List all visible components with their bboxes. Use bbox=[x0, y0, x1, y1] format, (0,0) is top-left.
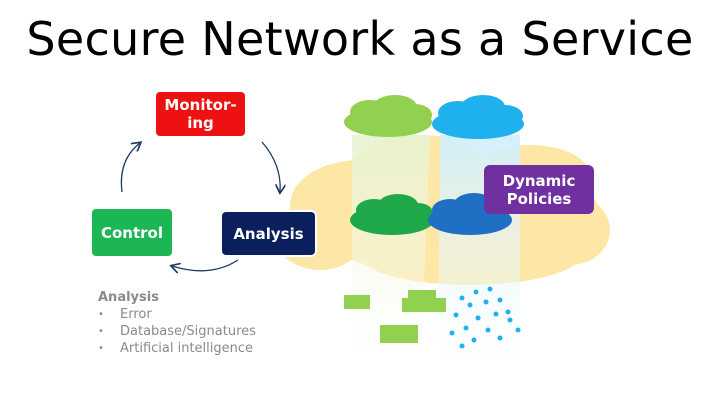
blue-cloud-top bbox=[432, 95, 524, 139]
monitoring-label: Monitor- ing bbox=[164, 96, 237, 132]
list-item-text: Database/Signatures bbox=[120, 324, 256, 339]
bullet-icon: • bbox=[98, 326, 104, 337]
list-item-text: Error bbox=[120, 307, 152, 322]
bullet-icon: • bbox=[98, 343, 104, 354]
slide-title: Secure Network as a Service bbox=[26, 12, 694, 66]
green-cloud-top bbox=[344, 95, 432, 137]
control-label: Control bbox=[100, 223, 163, 242]
list-item-text: Artificial intelligence bbox=[120, 341, 254, 356]
green-cloud-middle bbox=[350, 194, 434, 235]
list-item: • Error bbox=[98, 306, 256, 323]
analysis-label: Analysis bbox=[233, 224, 304, 243]
blue-dots bbox=[449, 286, 521, 349]
dynamic-policies-label: Dynamic Policies bbox=[502, 171, 576, 208]
control-box: Control bbox=[92, 209, 172, 256]
monitoring-box: Monitor- ing bbox=[156, 92, 245, 136]
dynamic-policies-box: Dynamic Policies bbox=[484, 165, 594, 214]
arrow-monitoring-to-analysis bbox=[261, 141, 280, 192]
bullet-icon: • bbox=[98, 309, 104, 320]
analysis-box: Analysis bbox=[222, 212, 315, 255]
green-beam bbox=[352, 135, 430, 380]
arrow-control-to-monitoring bbox=[120, 143, 140, 193]
list-item: • Artificial intelligence bbox=[98, 340, 256, 357]
notes-heading: Analysis bbox=[98, 290, 159, 305]
notes-list: • Error • Database/Signatures • Artificial … bbox=[98, 306, 256, 357]
green-packets bbox=[344, 290, 446, 343]
analysis-notes: Analysis • Error • Database/Signatures • Ar… bbox=[98, 290, 256, 357]
arrow-analysis-to-control bbox=[172, 259, 239, 271]
list-item: • Database/Signatures bbox=[98, 323, 256, 340]
